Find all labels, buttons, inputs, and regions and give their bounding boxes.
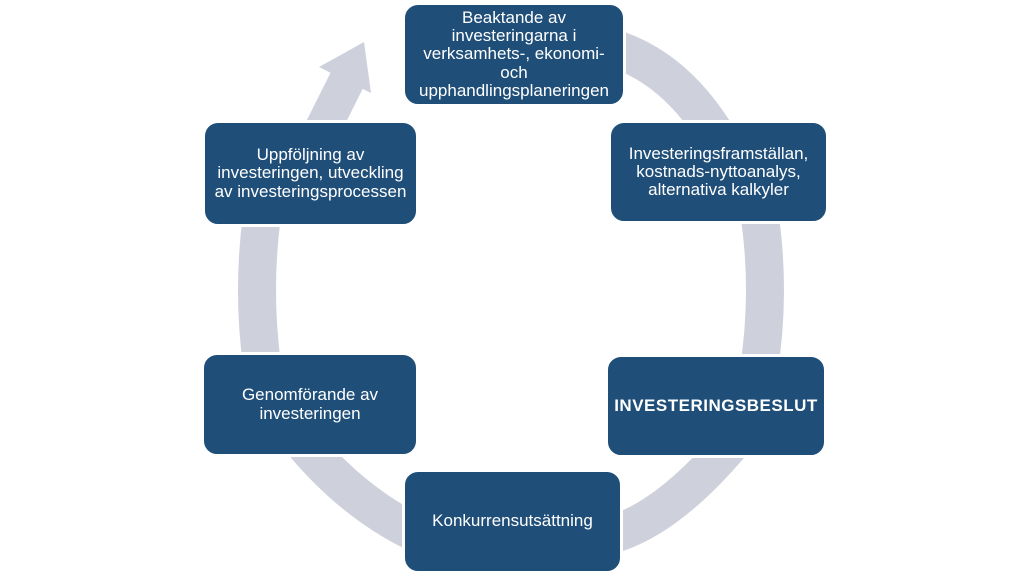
step-investeringsframstallan-label: Investeringsframställan, kostnads-nyttoa… bbox=[628, 143, 809, 200]
step-genomforande-box: Genomförande av investeringen bbox=[201, 352, 419, 457]
step-uppfoljning-box: Uppföljning av investeringen, utveckling… bbox=[202, 120, 419, 227]
step-investeringsbeslut-box: INVESTERINGSBESLUT bbox=[605, 354, 827, 458]
cycle-connector-right-side bbox=[739, 201, 784, 379]
step-beaktande-box: Beaktande av investeringarna i verksamhe… bbox=[402, 2, 626, 107]
step-konkurrensutsattning-box: Konkurrensutsättning bbox=[402, 469, 623, 574]
step-beaktande-label: Beaktande av investeringarna i verksamhe… bbox=[419, 8, 609, 100]
step-konkurrensutsattning-label: Konkurrensutsättning bbox=[432, 511, 593, 531]
step-investeringsbeslut-label: INVESTERINGSBESLUT bbox=[614, 395, 818, 415]
cycle-connector-left-side bbox=[238, 212, 281, 368]
step-uppfoljning-label: Uppföljning av investeringen, utveckling… bbox=[214, 145, 407, 201]
step-investeringsframstallan-box: Investeringsframställan, kostnads-nyttoa… bbox=[608, 120, 829, 224]
cycle-connector-right-lower-to-bottom bbox=[604, 432, 745, 554]
step-genomforande-label: Genomförande av investeringen bbox=[241, 385, 379, 423]
cycle-arrowhead-icon bbox=[319, 42, 371, 93]
